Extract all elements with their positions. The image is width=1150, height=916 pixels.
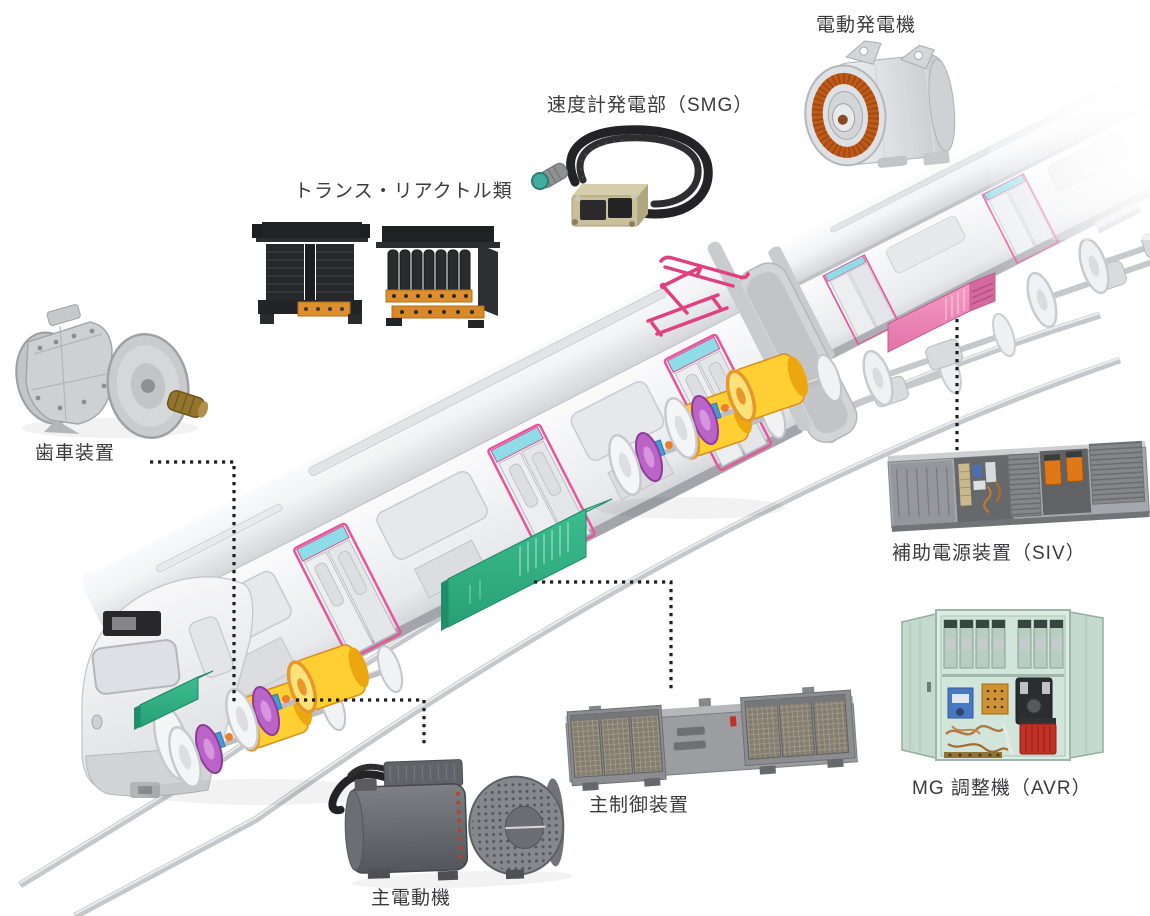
connector-main-motor [296,698,426,745]
photo-motor-generator [804,40,956,168]
bogie-middle [595,349,846,519]
label-avr: MG 調整機（AVR） [912,778,1092,799]
transformer-right [376,226,500,328]
pantograph-icon [646,255,750,337]
label-siv: 補助電源装置（SIV） [892,543,1086,564]
label-gear-unit: 歯車装置 [35,443,116,464]
label-main-motor: 主電動機 [371,888,452,909]
photo-gear-unit [15,304,209,439]
door-highlight-1 [293,522,402,660]
photo-siv [887,440,1150,532]
photo-smg [531,125,713,227]
label-main-controller: 主制御装置 [589,795,690,816]
green-box-front [134,670,214,730]
avr-relay-row [943,619,1064,669]
label-motor-generator: 電動発電機 [816,15,917,36]
siv-box-on-train [887,272,996,353]
door-highlight-rear-1 [822,254,901,346]
connector-main-controller [534,580,673,693]
label-transformers: トランス・リアクトル類 [294,181,513,202]
label-smg: 速度計発電部（SMG） [547,95,754,116]
photo-main-controller [565,686,858,791]
main-controller-box-on-train [441,498,613,631]
photo-avr [901,609,1104,761]
photo-transformers [252,222,500,328]
connector-lines [150,319,959,745]
photo-main-motor [328,759,573,889]
bogie-front [140,640,407,805]
transformer-left [252,222,370,324]
fade-overlay [990,0,1150,240]
